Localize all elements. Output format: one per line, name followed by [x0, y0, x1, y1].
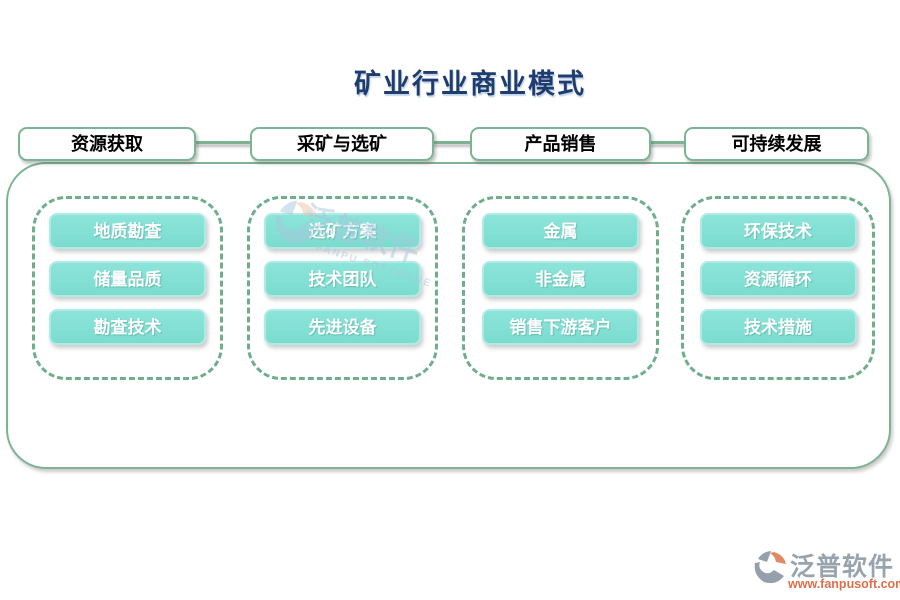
footer-brand-name: 泛普软件 — [790, 554, 895, 581]
phase-header-mining-dressing: 采矿与选矿 — [250, 127, 434, 161]
node-tech-team: 技术团队 — [264, 261, 421, 297]
node-downstream-customers: 销售下游客户 — [482, 309, 639, 345]
node-technical-measures: 技术措施 — [699, 309, 857, 345]
group-mining-dressing: 选矿方案 技术团队 先进设备 — [247, 196, 438, 380]
connector-line — [645, 141, 686, 144]
node-metal: 金属 — [482, 213, 639, 249]
phase-header-product-sales: 产品销售 — [470, 127, 651, 161]
connector-line — [428, 141, 472, 144]
node-resource-recycling: 资源循环 — [699, 261, 857, 297]
footer-brand-block: 泛普软件 www.fanpusoft.com — [752, 547, 900, 595]
node-reserve-quality: 储量品质 — [49, 261, 206, 297]
page-title: 矿业行业商业模式 — [354, 69, 586, 99]
connector-line — [190, 141, 252, 144]
node-geological-survey: 地质勘查 — [49, 213, 206, 249]
group-product-sales: 金属 非金属 销售下游客户 — [462, 196, 659, 380]
node-advanced-equipment: 先进设备 — [264, 309, 421, 345]
node-nonmetal: 非金属 — [482, 261, 639, 297]
node-dressing-plan: 选矿方案 — [264, 213, 421, 249]
footer-url-link[interactable]: www.fanpusoft.com — [788, 577, 900, 591]
phase-header-resource-acquisition: 资源获取 — [18, 127, 196, 161]
group-sustainability: 环保技术 资源循环 技术措施 — [681, 196, 875, 380]
group-resource-acquisition: 地质勘查 储量品质 勘查技术 — [32, 196, 223, 380]
fanpu-logo-icon — [754, 551, 786, 584]
phase-header-sustainability: 可持续发展 — [684, 127, 869, 161]
node-environmental-tech: 环保技术 — [699, 213, 857, 249]
node-survey-technology: 勘查技术 — [49, 309, 206, 345]
